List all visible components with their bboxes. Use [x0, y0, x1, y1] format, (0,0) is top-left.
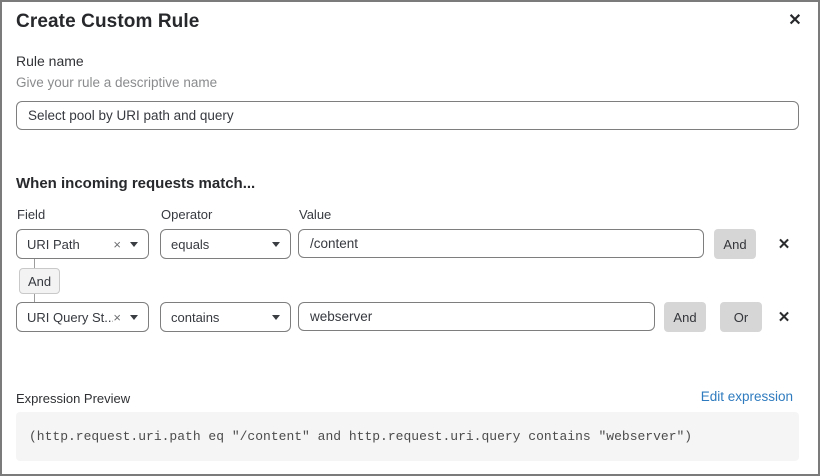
caret-down-icon — [130, 241, 138, 247]
close-icon: ✕ — [788, 12, 802, 29]
rule-name-input[interactable] — [16, 101, 799, 130]
rule-name-hint: Give your rule a descriptive name — [16, 75, 218, 90]
caret-down-icon — [272, 241, 280, 247]
caret-down-icon — [130, 314, 138, 320]
expression-code-text: (http.request.uri.path eq "/content" and… — [29, 429, 693, 444]
delete-row1-button[interactable]: ✕ — [771, 229, 797, 259]
and-button-row1[interactable]: And — [714, 229, 756, 259]
field-column-label: Field — [17, 207, 46, 222]
delete-row-icon: ✕ — [777, 309, 791, 326]
dialog-title: Create Custom Rule — [16, 11, 200, 32]
delete-row-icon: ✕ — [777, 236, 791, 253]
value-column-label: Value — [299, 207, 332, 222]
clear-selection-icon[interactable]: × — [113, 309, 121, 325]
rule-name-label: Rule name — [16, 53, 84, 69]
field-select-row1-value: URI Path — [27, 236, 80, 252]
operator-select-row2-value: contains — [171, 309, 220, 325]
and-button-row2[interactable]: And — [664, 302, 706, 332]
value-input-row2[interactable] — [298, 302, 655, 331]
delete-row2-button[interactable]: ✕ — [771, 302, 797, 332]
clear-selection-icon[interactable]: × — [113, 236, 121, 252]
value-input-row1[interactable] — [298, 229, 704, 258]
connector-and-label: And — [28, 273, 52, 289]
dialog-close-button[interactable]: ✕ — [783, 8, 807, 32]
match-heading: When incoming requests match... — [16, 175, 256, 192]
caret-down-icon — [272, 314, 280, 320]
operator-select-row1[interactable]: equals — [160, 229, 291, 259]
field-select-row2-value: URI Query St... — [27, 309, 114, 325]
edit-expression-link[interactable]: Edit expression — [700, 389, 793, 404]
operator-select-row1-value: equals — [171, 236, 210, 252]
operator-select-row2[interactable]: contains — [160, 302, 291, 332]
field-select-row2[interactable]: URI Query St... × — [16, 302, 149, 332]
field-select-row1[interactable]: URI Path × — [16, 229, 149, 259]
expression-preview-label: Expression Preview — [16, 391, 131, 406]
operator-column-label: Operator — [161, 207, 213, 222]
connector-and-chip: And — [19, 268, 61, 294]
or-button-row2[interactable]: Or — [720, 302, 762, 332]
expression-code-block: (http.request.uri.path eq "/content" and… — [16, 412, 799, 461]
